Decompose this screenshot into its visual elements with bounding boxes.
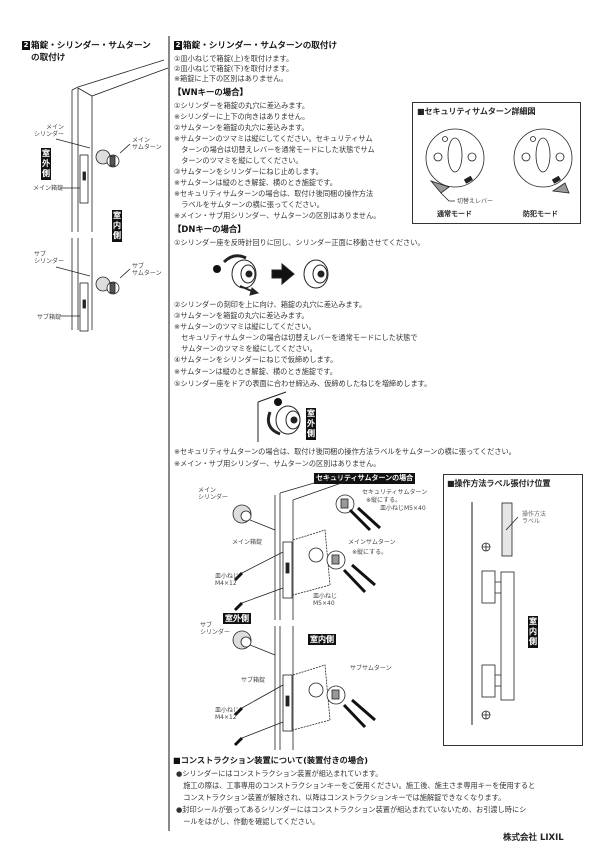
dn-line: ②シリンダーの刻印を上に向け、箱錠の丸穴に差込みます。 <box>174 300 367 309</box>
label-position-box: ■操作方法ラベル張付け位置 操作方法 ラベル 室内側 <box>443 474 583 746</box>
exploded-assembly-illustration <box>232 473 382 750</box>
security-detail-title: ■セキュリティサムターン詳細図 <box>417 107 536 116</box>
label-main-lock: メイン箱錠 <box>33 185 64 192</box>
dn-heading: 【DNキーの場合】 <box>173 224 246 234</box>
step-number-badge: 2 <box>22 41 30 50</box>
asm-sub-lock-label: サブ箱錠 <box>241 677 266 684</box>
switch-lever-label: 切替えレバー <box>457 198 494 205</box>
security-case-badge: セキュリティサムターンの場合 <box>314 473 416 484</box>
wn-line: ①シリンダーを箱錠の丸穴に差込みます。 <box>174 101 310 110</box>
wn-line: ②サムターンを箱錠の丸穴に差込みます。 <box>174 123 309 132</box>
left-title-line2: の取付け <box>31 53 66 63</box>
dn-line: サムターンのツマミを縦にしてください。 <box>174 344 317 353</box>
asm-indoor-badge: 室内側 <box>308 634 336 645</box>
label-sub-thumbturn: サブ サムターン <box>132 263 162 277</box>
wn-heading: 【WNキーの場合】 <box>173 87 248 97</box>
step-number-badge: 2 <box>174 41 182 50</box>
security-mode-label: 防犯モード <box>523 210 558 218</box>
construction-line: ●シリンダーにはコンストラクション装置が組込まれています。 <box>176 769 383 778</box>
dn-line: セキュリティサムターンの場合は切替えレバーを通常モードにした状態で <box>174 333 418 342</box>
asm-sub-thumbturn-label: サブサムターン <box>350 665 392 672</box>
asm-screw-m5-main-label: 皿小ねじ M5×40 <box>313 593 338 607</box>
label-main-thumbturn: メイン サムターン <box>132 137 162 151</box>
asm-screw-m4-sub-label: 皿小ねじ M4×12 <box>215 707 240 721</box>
note-line: ※セキュリティサムターンの場合は、取付け後同梱の操作方法ラベルをサムターンの横に… <box>174 447 516 456</box>
wn-line: ※サムターンのツマミは縦にしてください。セキュリティサム <box>174 134 373 143</box>
label-sub-cylinder: サブ シリンダー <box>34 251 65 265</box>
dn-line: ⑤シリンダー座をドアの表面に合わせ締込み、仮締めしたねじを増締めします。 <box>174 379 432 388</box>
asm-screw-m5-top-label: 皿小ねじM5×40 <box>380 505 426 512</box>
intro-line: ②皿小ねじで箱錠(下)を取付けます。 <box>174 64 294 73</box>
asm-security-thumbturn-label: セキュリティサムターン <box>362 489 428 496</box>
company-name: 株式会社 LIXIL <box>503 833 564 843</box>
wn-line: ※サムターンは縦のとき解錠、横のとき施錠です。 <box>174 178 337 187</box>
label-indoor-badge: 室内側 <box>528 616 538 648</box>
asm-outdoor-badge: 室外側 <box>223 613 251 624</box>
security-thumbturn-detail-box: ■セキュリティサムターン詳細図 切替えレバー 通常モード 防犯モード <box>412 102 581 224</box>
label-main-cylinder: メイン シリンダー <box>34 124 65 138</box>
security-thumbturn-diagrams <box>425 128 573 202</box>
intro-line: ①皿小ねじで箱錠(上)を取付けます。 <box>174 54 294 63</box>
dn-line: ①シリンダー座を反時計回りに回し、シリンダー正面に移動させてください。 <box>174 238 425 247</box>
wn-line: ※メイン・サブ用シリンダー、サムターンの区別はありません。 <box>174 211 381 220</box>
construction-line: ●封印シールが張ってあるシリンダーにはコンストラクション装置が組込まれていないた… <box>176 805 527 814</box>
construction-line: コンストラクション装置が解除され、以降はコンストラクションキーでは施解錠できなく… <box>176 793 506 802</box>
operation-label-text: 操作方法 ラベル <box>522 511 547 525</box>
dn-line: ※サムターンのツマミは縦にしてください。 <box>174 322 316 331</box>
wn-line: ③サムターンをシリンダーにねじ止めします。 <box>174 167 323 176</box>
normal-mode-label: 通常モード <box>437 210 472 218</box>
left-title-line1: 箱錠・シリンダー・サムターン <box>31 41 151 51</box>
wn-line: ターンの場合は切替えレバーを通常モードにした状態でサム <box>174 145 375 154</box>
wn-line: ターンのツマミを縦にしてください。 <box>174 156 303 165</box>
dn-outdoor-badge: 室外側 <box>306 408 316 440</box>
construction-title: ■コンストラクション装置について(装置付きの場合) <box>173 755 368 765</box>
wn-line: ※シリンダーに上下の向きはありません。 <box>174 112 310 121</box>
asm-main-lock-label: メイン箱錠 <box>232 539 263 546</box>
label-position-title: ■操作方法ラベル張付け位置 <box>447 479 551 488</box>
door-installation-illustration <box>55 59 169 332</box>
dn-line: ④サムターンをシリンダーにねじで仮締めします。 <box>174 355 338 364</box>
label-position-diagram <box>471 502 519 725</box>
asm-screw-m4-main-label: 皿小ねじ M4×12 <box>215 573 240 587</box>
asm-main-thumbturn-label: メインサムターン <box>348 539 396 546</box>
wn-line: ラベルをサムターンの横に張ってください。 <box>174 200 324 209</box>
outdoor-badge: 室外側 <box>41 148 51 180</box>
note-line: ※メイン・サブ用シリンダー、サムターンの区別はありません。 <box>174 459 381 468</box>
indoor-badge: 室内側 <box>112 210 122 242</box>
cylinder-seat-rotation-illustration <box>213 254 329 296</box>
intro-line: ※箱錠に上下の区別はありません。 <box>174 74 288 83</box>
label-sub-lock: サブ箱錠 <box>37 314 62 321</box>
construction-line: ールをはがし、作動を確認してください。 <box>176 817 320 826</box>
dn-line: ※サムターンは縦のとき解錠、横のとき施錠です。 <box>174 367 337 376</box>
wn-line: ※セキュリティサムターンの場合は、取付け後同梱の操作方法 <box>174 189 374 198</box>
cylinder-seat-tighten-illustration <box>257 391 301 442</box>
column-divider <box>168 36 170 831</box>
dn-line: ③サムターンを箱錠の丸穴に差込みます。 <box>174 311 309 320</box>
asm-vertical-note-1: ※縦にする。 <box>366 497 402 504</box>
asm-sub-cylinder-label: サブ シリンダー <box>200 622 231 636</box>
construction-line: 施工の際は、工事専用のコンストラクションキーをご使用ください。施工後、施主さま専… <box>176 781 536 790</box>
asm-main-cylinder-label: メイン シリンダー <box>198 487 229 501</box>
asm-vertical-note-2: ※縦にする。 <box>352 549 388 556</box>
